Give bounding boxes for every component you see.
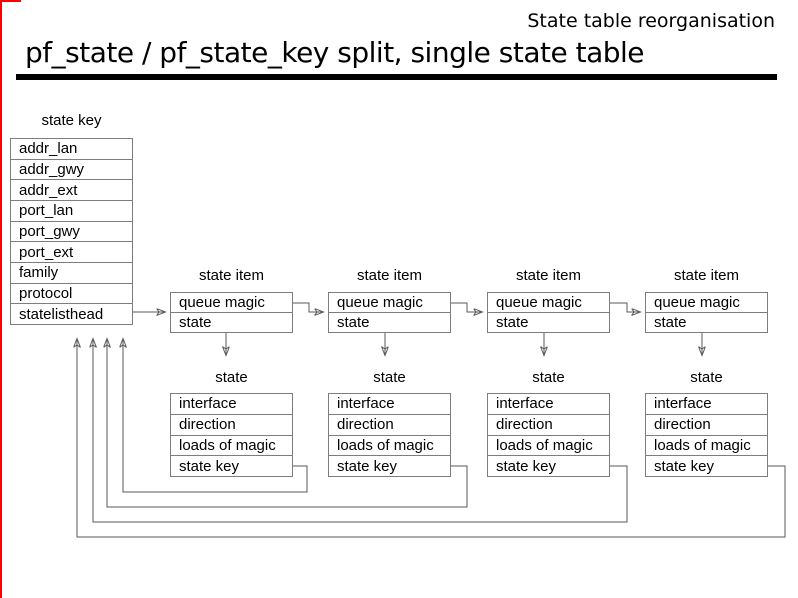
page-title: pf_state / pf_state_key split, single st… xyxy=(25,36,645,69)
state-box-4: interface direction loads of magic state… xyxy=(645,393,768,477)
state-box-3: interface direction loads of magic state… xyxy=(487,393,610,477)
table-row: protocol xyxy=(11,282,132,304)
state-item-4-label: state item xyxy=(673,267,740,284)
table-row: addr_gwy xyxy=(11,158,132,180)
table-row: loads of magic xyxy=(646,434,767,456)
arrow-item2-to-item3 xyxy=(451,302,482,312)
state-item-box-1: queue magic state xyxy=(170,292,293,333)
table-row: queue magic xyxy=(496,294,582,311)
table-row: state xyxy=(329,312,450,332)
state-4-label: state xyxy=(690,369,723,386)
table-row: port_lan xyxy=(11,200,132,221)
state-item-box-3: queue magic state xyxy=(487,292,610,333)
state-item-box-2: queue magic state xyxy=(328,292,451,333)
table-row: loads of magic xyxy=(171,434,292,456)
table-row: state xyxy=(171,312,292,332)
table-row: addr_lan xyxy=(19,140,78,158)
state-key-table: addr_lan addr_gwy addr_ext port_lan port… xyxy=(10,138,133,325)
table-row: port_ext xyxy=(11,241,132,262)
arrow-item1-to-item2 xyxy=(293,302,323,312)
table-row: state xyxy=(488,312,609,332)
table-row: state key xyxy=(171,455,292,476)
table-row: queue magic xyxy=(654,294,740,311)
slide-section-label: State table reorganisation xyxy=(527,10,775,32)
table-row: state key xyxy=(646,455,767,476)
table-row: queue magic xyxy=(337,294,423,311)
state-item-box-4: queue magic state xyxy=(645,292,768,333)
table-row: addr_ext xyxy=(11,179,132,200)
state-item-3-label: state item xyxy=(515,267,582,284)
table-row: queue magic xyxy=(179,294,265,311)
table-row: port_gwy xyxy=(11,220,132,242)
table-row: direction xyxy=(329,413,450,435)
table-row: interface xyxy=(654,395,712,413)
state-box-2: interface direction loads of magic state… xyxy=(328,393,451,477)
table-row: state key xyxy=(329,455,450,476)
table-row: state xyxy=(646,312,767,332)
table-row: family xyxy=(11,262,132,283)
state-1-label: state xyxy=(215,369,248,386)
state-box-1: interface direction loads of magic state… xyxy=(170,393,293,477)
state-2-label: state xyxy=(373,369,406,386)
table-row: direction xyxy=(171,413,292,435)
table-row: interface xyxy=(496,395,554,413)
state-item-2-label: state item xyxy=(356,267,423,284)
state-3-label: state xyxy=(532,369,565,386)
table-row: loads of magic xyxy=(329,434,450,456)
slide-border-top xyxy=(0,0,21,2)
table-row: direction xyxy=(488,413,609,435)
table-row: direction xyxy=(646,413,767,435)
title-underline xyxy=(16,74,777,80)
arrow-item3-to-item4 xyxy=(610,302,640,312)
state-item-1-label: state item xyxy=(198,267,265,284)
table-row: statelisthead xyxy=(11,303,132,324)
slide-border-left xyxy=(0,0,2,598)
table-row: interface xyxy=(337,395,395,413)
table-row: interface xyxy=(179,395,237,413)
table-row: state key xyxy=(488,455,609,476)
table-row: loads of magic xyxy=(488,434,609,456)
state-key-table-label: state key xyxy=(41,112,102,129)
